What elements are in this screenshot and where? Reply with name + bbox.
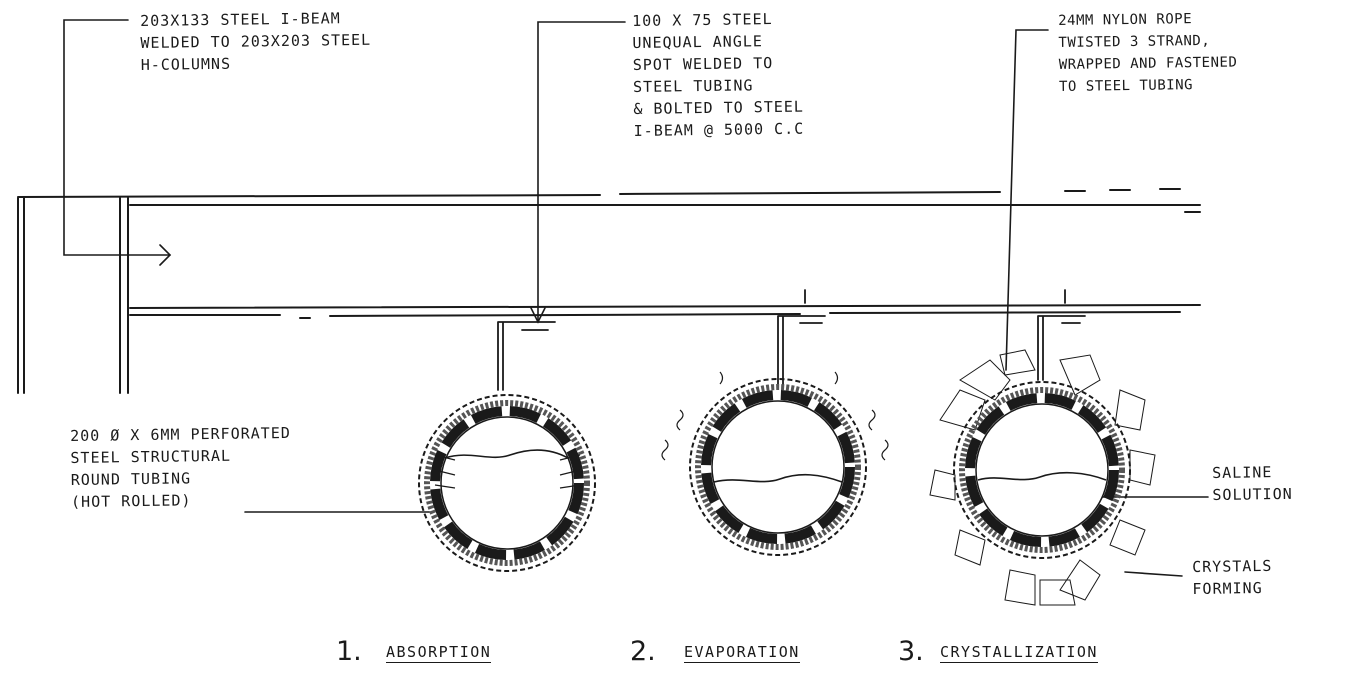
note-line: 200 Ø x 6mm perforated [70,423,291,445]
note-line: 203x133 steel I-beam [140,9,341,30]
note-rope: 24mm nylon rope twisted 3 strand, wrappe… [1058,8,1238,98]
note-line: steel structural [70,446,232,467]
note-line: H-columns [140,54,232,74]
note-line: unequal angle [632,32,763,52]
tube-absorption [418,394,596,572]
note-line: I-beam @ 5000 c.c [633,119,805,140]
note-angle: 100 x 75 steel unequal angle spot welded… [632,8,804,142]
caption-number: 3. [898,636,924,667]
note-line: wrapped and fastened [1058,54,1238,73]
h-column [17,197,129,394]
caption-label-crystallization: crystallization [940,643,1098,663]
i-beam [17,188,1201,319]
note-saline: saline solution [1212,461,1293,506]
note-line: & bolted to steel [633,97,805,118]
caption-label-absorption: absorption [386,643,492,663]
note-line: steel tubing [632,76,754,96]
caption-label-evaporation: evaporation [684,643,800,663]
note-line: crystals [1192,556,1273,576]
caption-number: 1. [336,636,362,667]
note-line: 24mm nylon rope [1058,11,1193,29]
note-line: welded to 203x203 steel [140,30,372,52]
note-line: forming [1192,579,1263,598]
tube-evaporation [661,371,889,556]
note-line: round tubing [70,469,192,489]
caption-number: 2. [630,636,656,667]
angle-hangers [497,289,1086,391]
note-line: saline [1212,463,1273,482]
note-line: to steel tubing [1058,77,1194,95]
note-line: 100 x 75 steel [632,10,773,30]
note-tubing: 200 Ø x 6mm perforated steel structural … [70,422,292,513]
note-line: twisted 3 strand, [1058,32,1211,51]
note-ibeam: 203x133 steel I-beam welded to 203x203 s… [140,7,372,76]
note-line: (hot rolled) [70,491,192,511]
note-crystals: crystals forming [1192,555,1273,600]
note-line: spot welded to [632,54,774,74]
note-line: solution [1212,484,1293,504]
tube-crystallization [929,349,1156,606]
